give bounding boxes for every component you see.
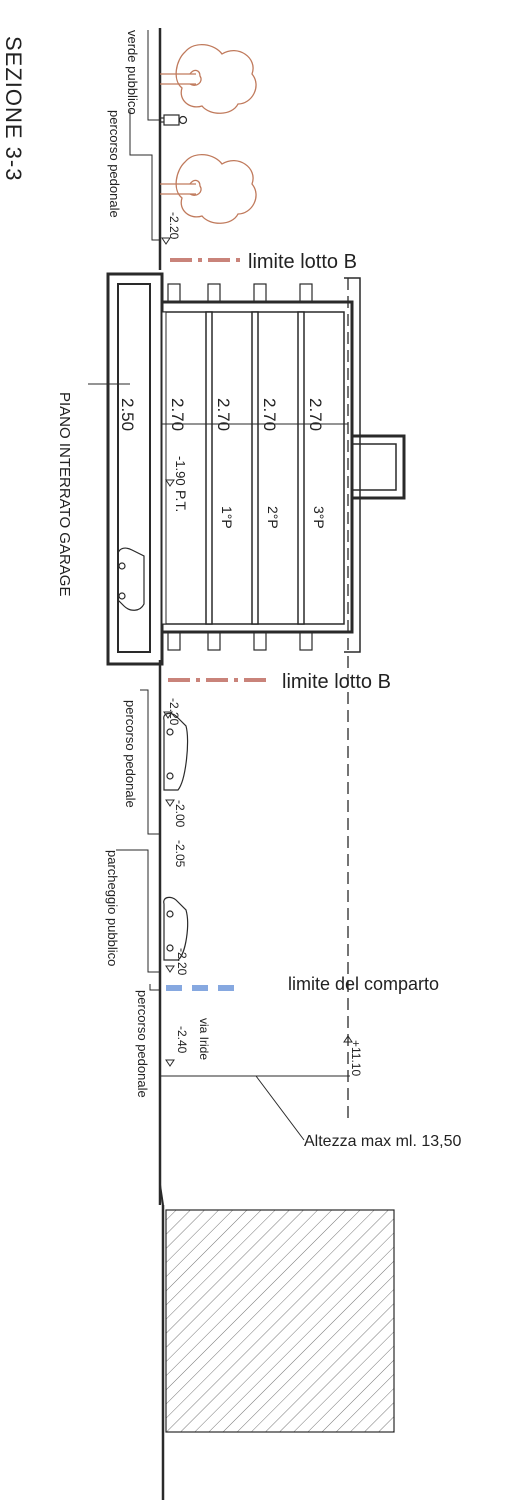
level-mid-3: -2.05 xyxy=(173,840,187,868)
via-iride-label: via Iride xyxy=(197,1018,211,1060)
level-mid-1-marker xyxy=(163,711,173,719)
drawing-title: SEZIONE 3-3 xyxy=(1,36,26,181)
limite-lotto-b-label-bottom: limite lotto B xyxy=(282,671,391,693)
verde-pubblico-label: verde pubblico xyxy=(125,30,140,115)
level-pt-marker xyxy=(165,479,175,487)
percorso-pedonale-mid-bracket xyxy=(140,689,160,835)
limite-lotto-b-label-top: limite lotto B xyxy=(248,251,357,273)
piano-interrato-label: PIANO INTERRATO GARAGE xyxy=(56,392,73,596)
level-max-marker xyxy=(343,1035,353,1043)
level-mid-4: -2.20 xyxy=(175,948,189,976)
floor-name-1p: 1°P xyxy=(219,506,235,529)
verde-pubblico-bracket xyxy=(147,30,160,121)
floor-height-2p: 2.70 xyxy=(260,398,279,431)
percorso-pedonale-low-label: percorso pedonale xyxy=(135,990,150,1098)
level-top: -2.20 xyxy=(167,212,181,240)
existing-building-hatched xyxy=(165,1209,395,1433)
railings-bottom xyxy=(167,631,313,651)
level-mid-4-marker xyxy=(165,965,175,973)
level-max: +11.10 xyxy=(349,1040,363,1076)
car-icon xyxy=(163,896,189,961)
tree-icon xyxy=(160,154,257,224)
percorso-pedonale-mid-label: percorso pedonale xyxy=(123,700,138,808)
altezza-max-leader xyxy=(255,1075,305,1141)
roof-parapet xyxy=(344,277,406,653)
level-mid-2: -2.00 xyxy=(173,800,187,828)
level-mid-2-marker xyxy=(165,799,175,807)
tree-icon xyxy=(160,44,257,114)
percorso-pedonale-top-label: percorso pedonale xyxy=(107,110,122,218)
floor-height-pt: 2.70 xyxy=(168,398,187,431)
percorso-pedonale-top-bracket xyxy=(129,110,160,241)
railings-top xyxy=(167,283,313,303)
floor-slabs xyxy=(161,311,305,625)
level-via: -2.40 xyxy=(175,1026,189,1054)
limite-comparto-label: limite del comparto xyxy=(288,974,439,994)
person-icon xyxy=(160,114,188,126)
percorso-pedonale-low-bracket xyxy=(149,984,160,991)
parcheggio-pubblico-label: parcheggio pubblico xyxy=(105,850,120,966)
garage-height: 2.50 xyxy=(118,398,137,431)
floor-height-1p: 2.70 xyxy=(214,398,233,431)
level-pt: -1.90 xyxy=(173,456,188,486)
level-top-marker xyxy=(161,237,171,245)
floor-name-3p: 3°P xyxy=(311,506,327,529)
car-icon xyxy=(117,547,145,611)
car-icon xyxy=(163,712,189,791)
floor-height-3p: 2.70 xyxy=(306,398,325,431)
level-via-marker xyxy=(165,1059,175,1067)
altezza-max-label: Altezza max ml. 13,50 xyxy=(304,1133,462,1150)
ground-line xyxy=(158,28,165,1500)
parcheggio-pubblico-bracket xyxy=(116,849,160,973)
floor-name-2p: 2°P xyxy=(265,506,281,529)
floor-name-pt: P.T. xyxy=(173,490,189,512)
garage-block xyxy=(106,272,164,666)
level-mid-1: -2.20 xyxy=(167,698,181,726)
